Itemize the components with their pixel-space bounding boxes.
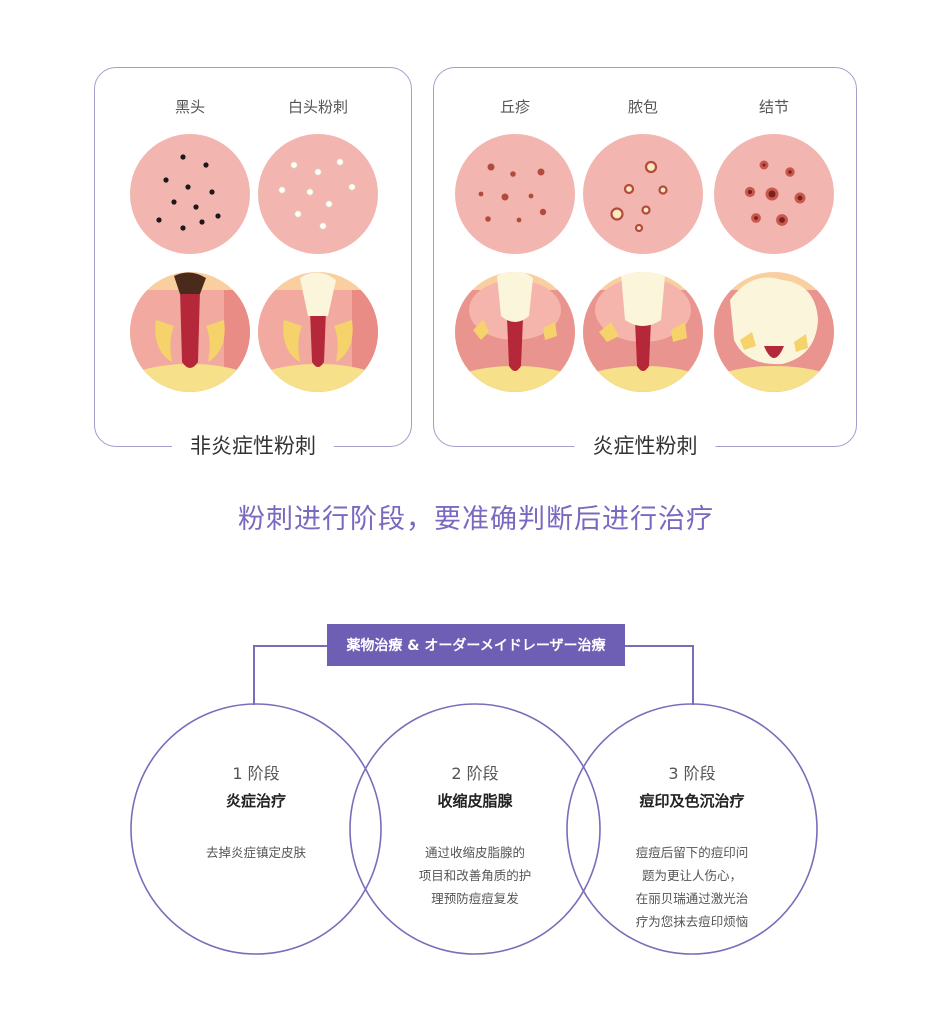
- pustule-skin-illustration: [583, 134, 703, 254]
- stage-3-desc-line: 疗为您抹去痘印烦恼: [635, 914, 749, 929]
- blackhead-skin-illustration: [130, 134, 250, 254]
- label-nodule: 结节: [758, 98, 789, 116]
- panel-title-non-inflammatory: 非炎症性粉刺: [172, 430, 334, 460]
- pustule-cross-section-illustration: [583, 272, 703, 392]
- blackhead-cross-section-illustration: [130, 272, 250, 392]
- label-papule: 丘疹: [499, 98, 530, 116]
- stage-2-desc-line: 理预防痘痘复发: [431, 891, 519, 906]
- stage-3: 3 阶段 痘印及色沉治疗 痘痘后留下的痘印问 题为更让人伤心， 在丽贝瑞通过激光…: [572, 760, 812, 933]
- stage-3-description: 痘痘后留下的痘印问 题为更让人伤心， 在丽贝瑞通过激光治 疗为您抹去痘印烦恼: [572, 841, 812, 933]
- stage-1: 1 阶段 炎症治疗 去掉炎症镇定皮肤: [136, 760, 376, 864]
- label-blackhead: 黑头: [174, 98, 205, 116]
- stage-1-desc-line: 去掉炎症镇定皮肤: [205, 845, 306, 860]
- panel-title-inflammatory: 炎症性粉刺: [574, 430, 716, 460]
- nodule-cross-section-illustration: [714, 272, 834, 392]
- stage-3-circle: [566, 703, 818, 955]
- headline: 粉刺进行阶段，要准确判断后进行治疗: [238, 504, 714, 535]
- stage-1-circle: [130, 703, 382, 955]
- connector-right-horizontal: [625, 645, 693, 647]
- non-inflammatory-panel: 非炎症性粉刺: [94, 67, 412, 460]
- stage-3-number: 3 阶段: [668, 764, 716, 783]
- connector-left-vertical: [253, 645, 255, 705]
- stage-3-name: 痘印及色沉治疗: [639, 792, 745, 810]
- stage-3-desc-line: 在丽贝瑞通过激光治: [635, 891, 749, 906]
- whitehead-skin-illustration: [258, 134, 378, 254]
- label-pustule: 脓包: [627, 98, 658, 116]
- stage-3-desc-line: 题为更让人伤心，: [641, 868, 742, 883]
- connector-right-vertical: [692, 645, 694, 705]
- label-whitehead: 白头粉刺: [287, 98, 348, 116]
- papule-skin-illustration: [455, 134, 575, 254]
- inflammatory-panel: 炎症性粉刺: [433, 67, 857, 460]
- stage-2-desc-line: 项目和改善角质的护: [418, 868, 532, 883]
- whitehead-cross-section-illustration: [258, 272, 378, 392]
- stage-1-number: 1 阶段: [232, 764, 280, 783]
- stage-3-desc-line: 痘痘后留下的痘印问: [635, 845, 749, 860]
- connector-left-horizontal: [253, 645, 328, 647]
- stage-2-desc-line: 通过收缩皮脂腺的: [424, 845, 525, 860]
- stage-2-number: 2 阶段: [451, 764, 499, 783]
- stage-2-name: 收缩皮脂腺: [437, 792, 513, 810]
- stage-1-description: 去掉炎症镇定皮肤: [136, 841, 376, 864]
- papule-cross-section-illustration: [455, 272, 575, 392]
- nodule-skin-illustration: [714, 134, 834, 254]
- stage-1-name: 炎症治疗: [225, 792, 286, 810]
- treatment-label: 薬物治療 & オーダーメイドレーザー治療: [327, 624, 625, 666]
- stage-2: 2 阶段 收缩皮脂腺 通过收缩皮脂腺的 项目和改善角质的护 理预防痘痘复发: [355, 760, 595, 910]
- stage-2-description: 通过收缩皮脂腺的 项目和改善角质的护 理预防痘痘复发: [355, 841, 595, 910]
- stage-2-circle: [349, 703, 601, 955]
